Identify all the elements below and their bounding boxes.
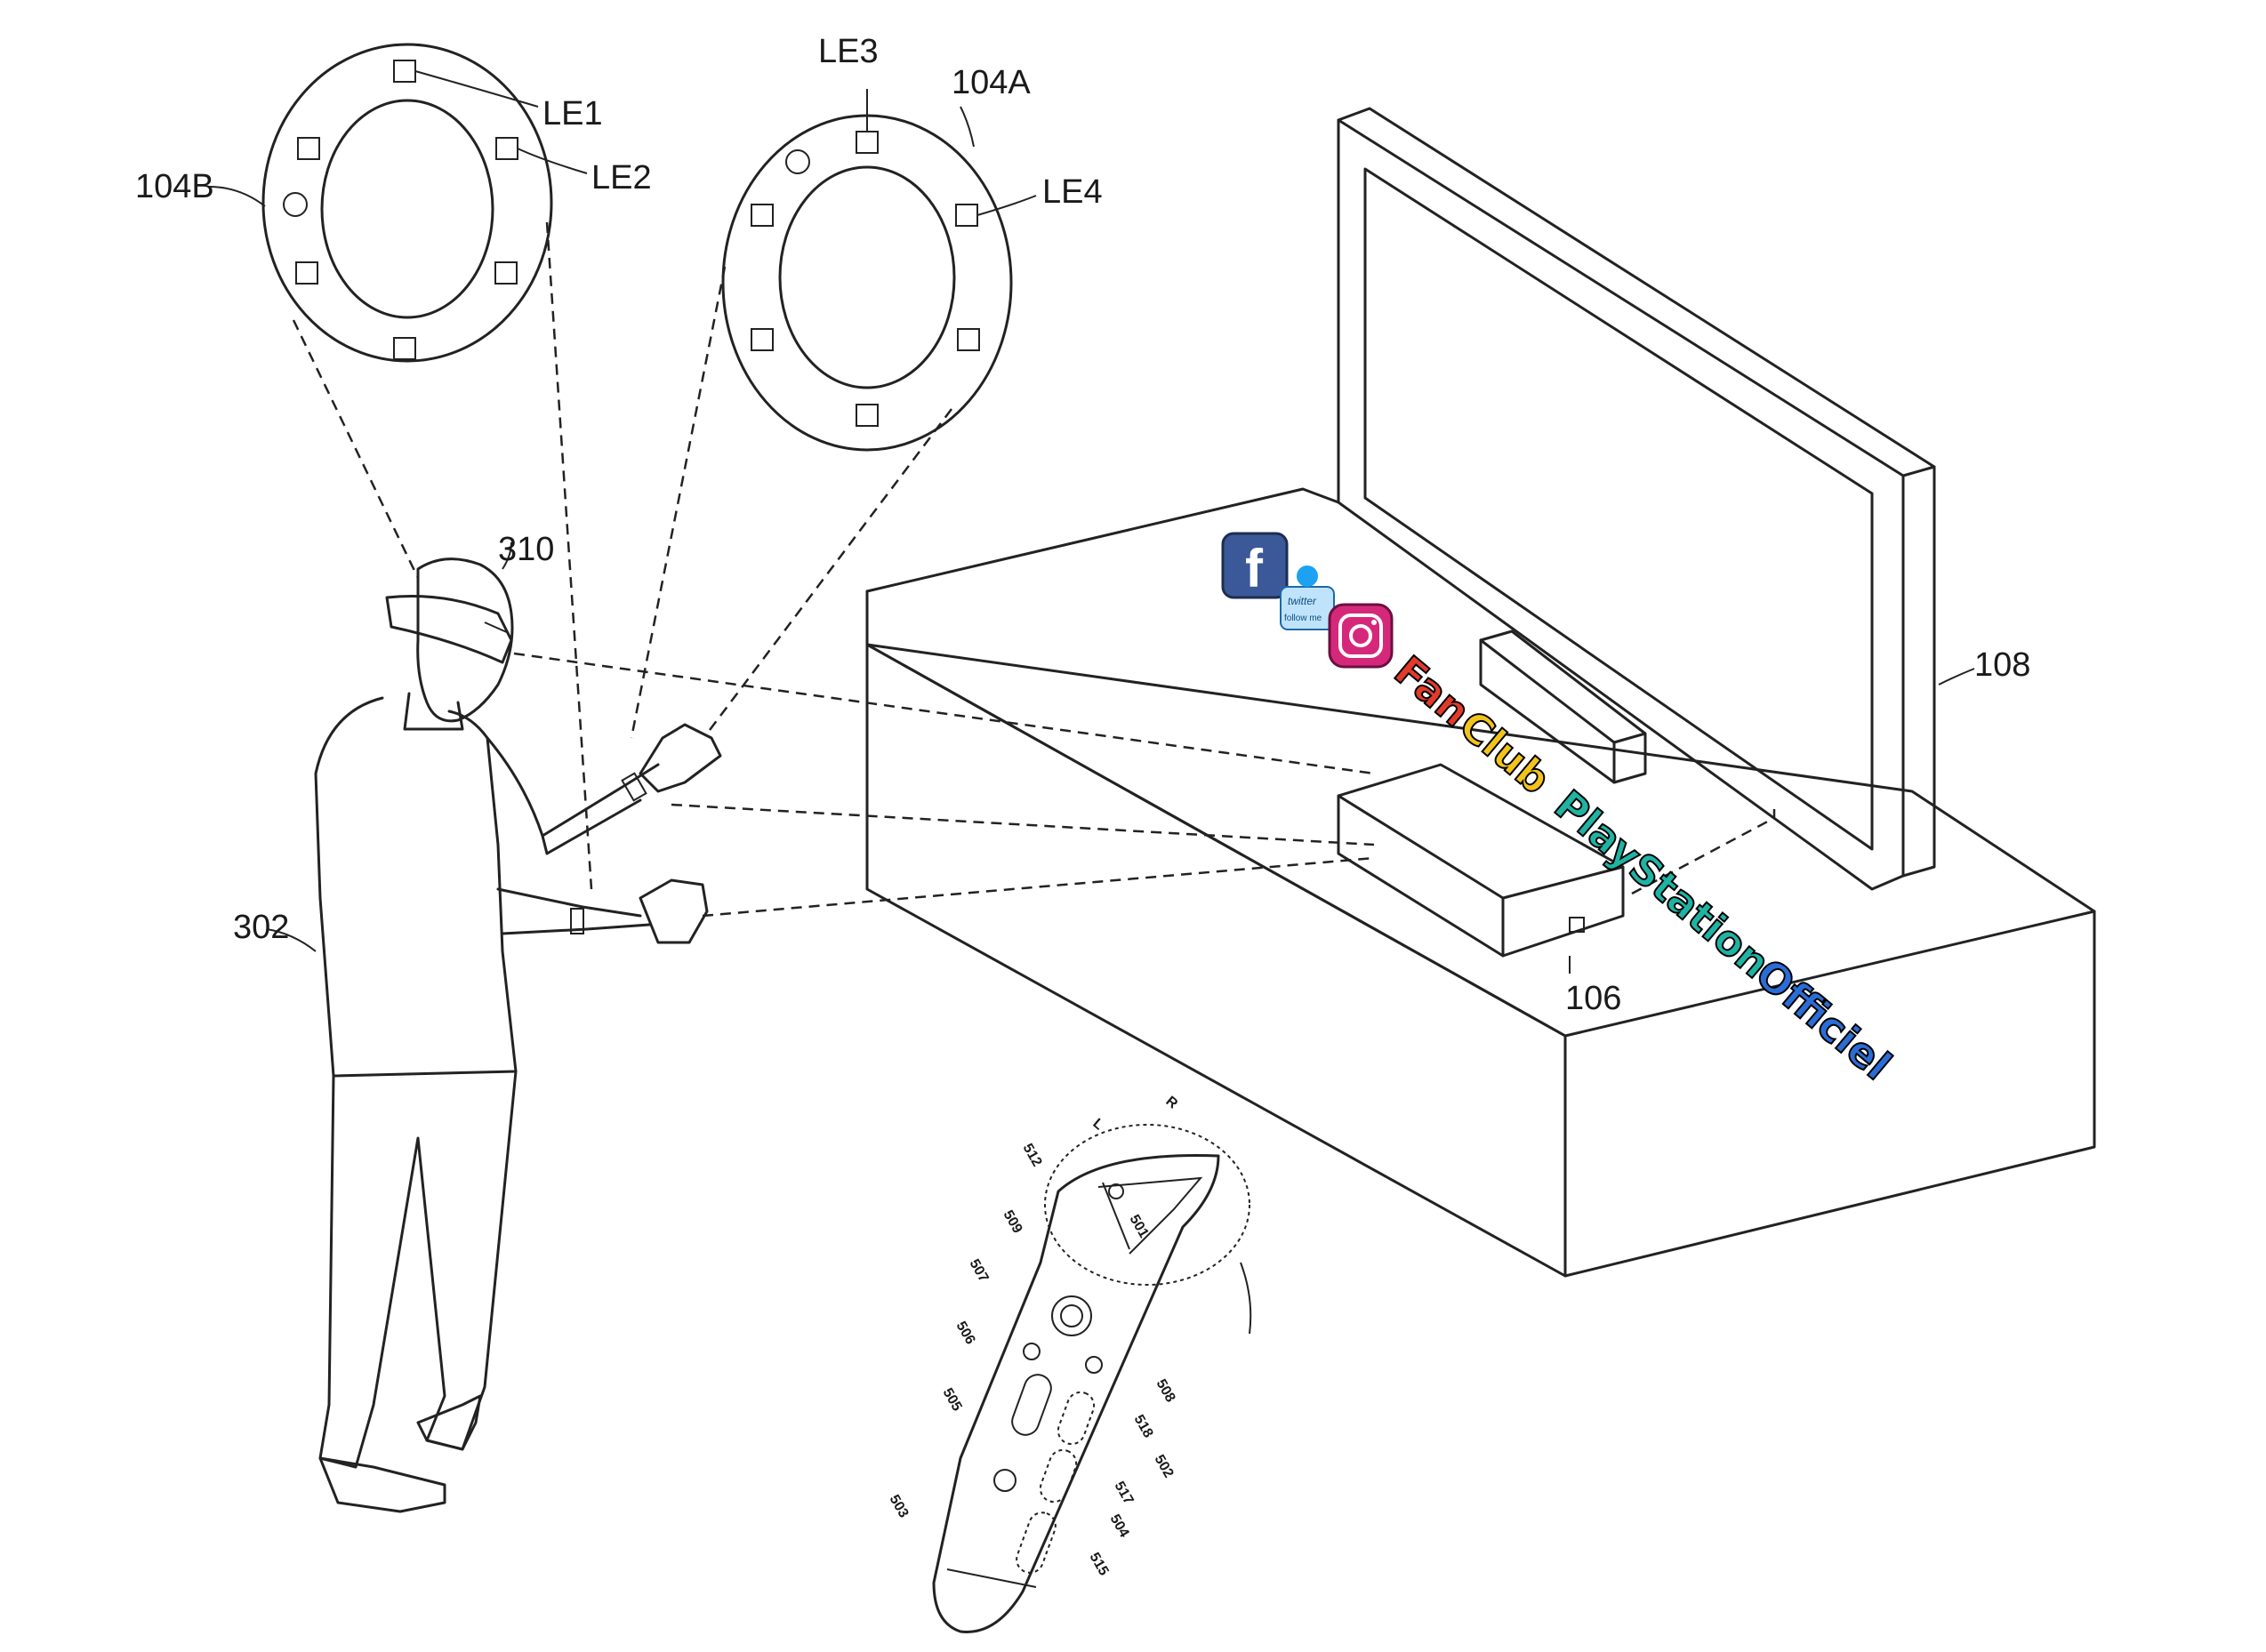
label-108: 108 — [1974, 646, 2030, 684]
ctl-label-507: 507 — [967, 1257, 992, 1286]
ctl-label-518: 518 — [1131, 1413, 1156, 1441]
instagram-icon — [1328, 603, 1394, 669]
ctl-label-r: R — [1162, 1094, 1180, 1112]
watermark-playstation: PlayStation — [1546, 781, 1780, 988]
watermark-club: Club — [1450, 701, 1560, 803]
light-ring-104a — [721, 89, 1037, 452]
ctl-label-l: L — [1089, 1116, 1106, 1133]
label-le1: LE1 — [542, 95, 603, 132]
ctl-label-512: 512 — [1020, 1142, 1045, 1170]
label-104b: 104B — [135, 168, 214, 205]
svg-text:f: f — [1245, 539, 1264, 598]
light-ring-104b — [208, 43, 588, 363]
label-le3: LE3 — [818, 33, 879, 70]
tracking-rays — [513, 652, 1776, 918]
motion-controller — [932, 1124, 1252, 1633]
leader-lines — [502, 541, 1975, 974]
tv-cabinet — [865, 487, 2096, 1278]
controller-labels: L R 512 501 509 507 506 508 518 505 502 … — [887, 1094, 1181, 1578]
ctl-label-505: 505 — [940, 1386, 965, 1415]
label-106: 106 — [1565, 980, 1621, 1017]
label-le4: LE4 — [1042, 173, 1103, 211]
twitter-bird-icon: twitter follow me — [1280, 565, 1335, 630]
watermark-officiel: Officiel — [1747, 950, 1900, 1089]
facebook-icon: f — [1221, 532, 1289, 599]
ctl-label-517: 517 — [1112, 1480, 1137, 1508]
television-108 — [1337, 107, 1936, 891]
label-302: 302 — [233, 909, 289, 946]
projection-cones — [292, 221, 952, 890]
diagram-labels: LE1 LE2 104B LE3 104A LE4 310 302 106 10… — [135, 33, 2030, 1017]
ctl-label-515: 515 — [1087, 1551, 1112, 1579]
fan-club-watermark: f twitter follow me Fan Club PlayStation… — [1221, 532, 1901, 1090]
twitter-text: twitter — [1288, 595, 1317, 607]
follow-text: follow me — [1284, 613, 1322, 623]
ctl-label-504: 504 — [1107, 1512, 1132, 1541]
ctl-label-508: 508 — [1153, 1377, 1178, 1406]
label-104a: 104A — [952, 64, 1031, 101]
label-310: 310 — [498, 531, 554, 568]
ctl-label-502: 502 — [1152, 1453, 1177, 1481]
ctl-label-506: 506 — [953, 1319, 978, 1348]
console-106 — [1337, 763, 1625, 958]
user-302 — [266, 557, 722, 1513]
ctl-label-503: 503 — [887, 1493, 912, 1521]
ctl-label-509: 509 — [1000, 1208, 1025, 1237]
label-le2: LE2 — [591, 159, 652, 196]
